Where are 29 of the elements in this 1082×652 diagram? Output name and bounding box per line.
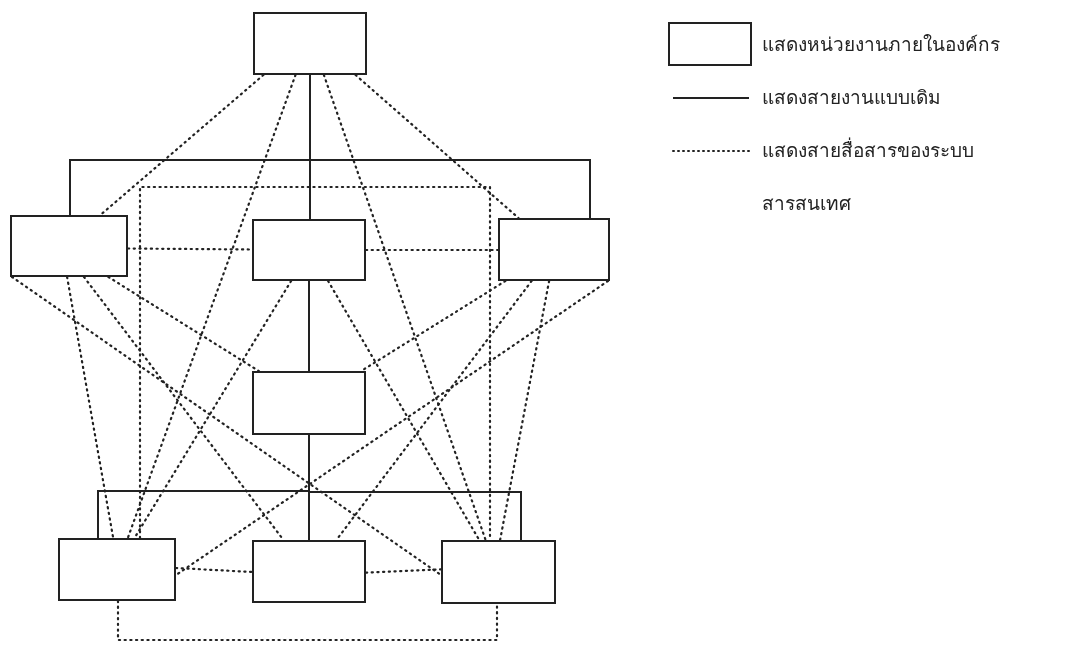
unit-box [252, 540, 366, 603]
line [308, 280, 310, 372]
dotted-line [174, 279, 610, 577]
line [308, 434, 522, 541]
dotted-line [10, 275, 443, 577]
dotted-line [499, 279, 551, 542]
dotted-line [126, 73, 297, 540]
unit-box [253, 12, 367, 75]
unit-box [252, 219, 366, 281]
legend-text: แสดงสายงานแบบเดิม [762, 85, 942, 110]
dotted-line [360, 279, 507, 373]
dotted-line [364, 568, 443, 574]
line [309, 74, 591, 219]
unit-box [58, 538, 176, 601]
unit-box [10, 215, 128, 277]
dotted-line [364, 248, 500, 252]
unit-box [498, 218, 610, 281]
dotted-line [322, 73, 487, 542]
unit-box [441, 540, 556, 604]
dotted-line [116, 599, 499, 642]
dotted-line [174, 566, 254, 574]
dotted-line [327, 279, 481, 542]
legend-text: แสดงสายสื่อสารของระบบสารสนเทศ [762, 136, 975, 216]
dotted-line [99, 73, 265, 217]
legend-text: แสดงหน่วยงานภายในองค์กร [762, 32, 1001, 57]
unit-box [252, 371, 366, 435]
dotted-line [354, 73, 520, 220]
dotted-line [66, 275, 115, 540]
dotted-line [107, 275, 260, 373]
